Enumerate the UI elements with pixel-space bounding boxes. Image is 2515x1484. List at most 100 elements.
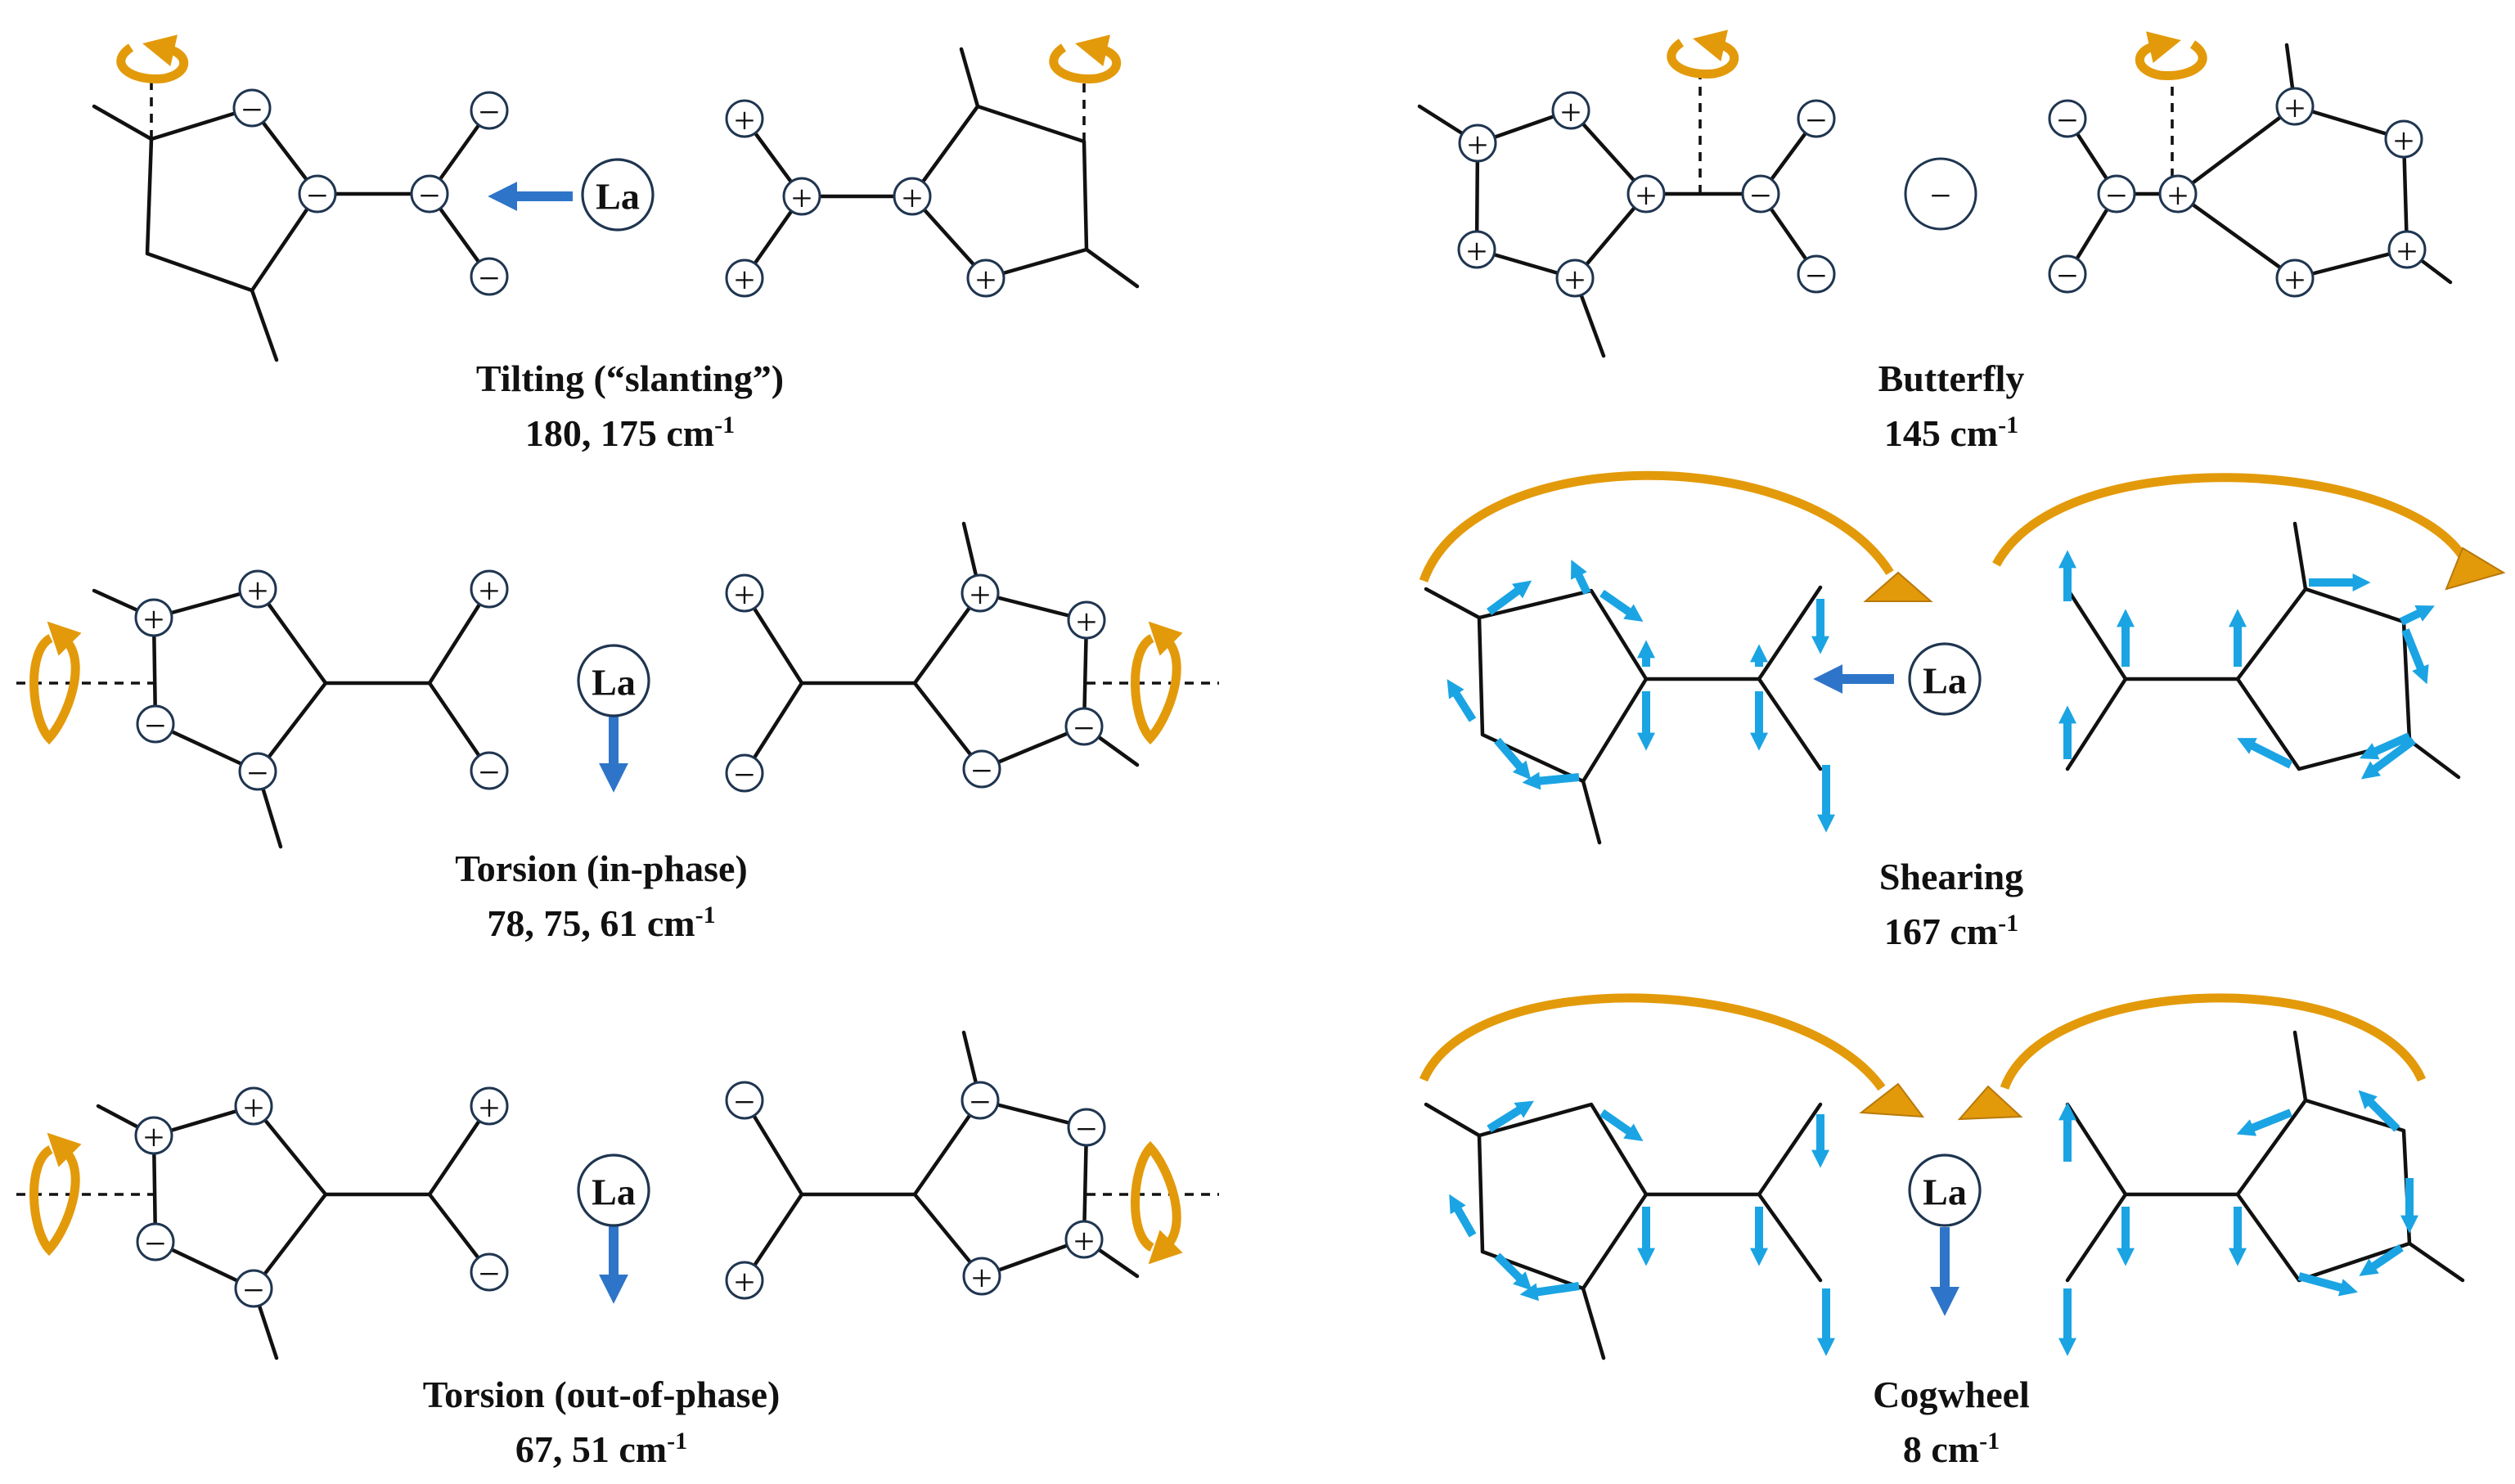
svg-text:+: + (1564, 259, 1586, 301)
svg-text:+: + (734, 100, 755, 142)
mode-title: Tilting (“slanting”) (476, 358, 784, 399)
la-ion-label: La (1923, 660, 1967, 702)
positive-charge-atom: + (725, 573, 764, 616)
la-ion-label: La (592, 662, 636, 704)
positive-charge-atom: + (470, 569, 509, 612)
negative-charge-atom: − (410, 174, 449, 217)
charged-atoms: −−−−−++++++++++−−−−−−++++++++−−−+++−−−++… (134, 87, 2427, 1311)
svg-text:−: − (970, 1082, 991, 1123)
svg-text:−: − (734, 754, 755, 796)
svg-text:−: − (2106, 175, 2127, 217)
negative-charge-atom: − (1797, 99, 1836, 142)
negative-charge-atom: − (470, 1252, 509, 1295)
rotation-arrow (1419, 470, 1894, 582)
positive-charge-atom: + (2387, 230, 2427, 272)
svg-text:+: + (479, 570, 500, 612)
negative-charge-atom: − (234, 1269, 273, 1311)
la-ion: La (581, 158, 655, 232)
rotation-arrow (1667, 29, 1739, 79)
mode-title: Shearing (1879, 856, 2023, 897)
positive-charge-atom: + (725, 1261, 764, 1303)
positive-charge-atom: + (238, 569, 277, 612)
svg-text:−: − (1930, 175, 1951, 217)
svg-text:+: + (734, 574, 755, 616)
svg-text:−: − (479, 752, 500, 794)
la-ion-label: La (592, 1171, 636, 1213)
rotation-arrow (1419, 993, 1886, 1091)
svg-text:−: − (247, 753, 268, 794)
svg-text:+: + (2284, 88, 2306, 129)
svg-text:−: − (1076, 1109, 1097, 1150)
svg-text:−: − (971, 750, 992, 792)
positive-charge-atom: + (1458, 124, 1497, 166)
la-ion-label: La (1923, 1171, 1967, 1213)
negative-charge-atom: − (136, 1222, 175, 1265)
caption-shearing: Shearing 167 cm-1 (1879, 856, 2023, 952)
svg-text:−: − (1806, 100, 1827, 142)
positive-charge-atom: + (2275, 259, 2315, 301)
positive-charge-atom: + (966, 259, 1006, 301)
negative-charge-atom: − (2097, 174, 2136, 217)
negative-charge-atom: − (232, 88, 272, 131)
svg-text:+: + (1635, 175, 1657, 217)
mode-title: Butterfly (1878, 358, 2025, 399)
svg-text:+: + (2167, 175, 2189, 217)
svg-text:+: + (479, 1087, 500, 1129)
rotation-arrow (29, 1132, 82, 1257)
negative-charge-atom: − (470, 257, 509, 299)
negative-charge-atom: − (298, 174, 337, 217)
negative-charge-atom: − (2048, 254, 2087, 297)
svg-text:−: − (307, 175, 328, 217)
svg-text:+: + (1560, 92, 1581, 133)
positive-charge-atom: + (2158, 174, 2198, 217)
rotation-arrow (1131, 621, 1183, 745)
negative-charge-atom: − (725, 753, 764, 796)
la-ion: La (1908, 642, 1982, 716)
positive-charge-atom: + (725, 259, 764, 301)
cogwheel-panel (1419, 993, 2465, 1360)
positive-charge-atom: + (1555, 259, 1595, 301)
svg-text:+: + (902, 178, 923, 219)
svg-text:+: + (2396, 231, 2418, 272)
mode-title: Torsion (in-phase) (455, 848, 747, 889)
mode-frequency: 180, 175 cm-1 (525, 411, 735, 454)
svg-text:+: + (1467, 124, 1488, 166)
la-ion: La (1908, 1153, 1982, 1227)
negative-charge-atom: − (962, 749, 1001, 792)
svg-text:+: + (1073, 1221, 1095, 1262)
positive-charge-atom: + (1551, 91, 1590, 133)
ion-arrows (488, 182, 1959, 1316)
svg-text:−: − (2057, 100, 2078, 142)
rotation-arrow (2135, 31, 2207, 80)
mode-frequency: 78, 75, 61 cm-1 (487, 902, 715, 944)
svg-text:−: − (2057, 255, 2078, 297)
positive-charge-atom: + (134, 1116, 173, 1158)
rotation-arrow (2000, 993, 2427, 1090)
positive-charge-atom: + (962, 1257, 1001, 1299)
rotation-arrow (1049, 34, 1122, 83)
svg-text:+: + (734, 1261, 755, 1303)
svg-text:+: + (247, 570, 268, 612)
negative-charge-atom: − (1067, 1108, 1106, 1150)
svg-text:+: + (2393, 120, 2414, 162)
svg-text:+: + (975, 259, 997, 301)
caption-torsion-out: Torsion (out-of-phase) 67, 51 cm-1 (423, 1374, 781, 1470)
positive-charge-atom: + (725, 99, 764, 142)
svg-text:−: − (734, 1082, 755, 1123)
rotation-arrow (1992, 473, 2467, 567)
mode-title: Cogwheel (1873, 1374, 2030, 1415)
rotation-arrow (1131, 1140, 1183, 1265)
svg-text:−: − (243, 1270, 264, 1311)
svg-text:−: − (145, 1223, 166, 1265)
svg-text:−: − (1750, 175, 1771, 217)
positive-charge-atom: + (470, 1086, 509, 1129)
negative-charge-atom: − (725, 1081, 764, 1123)
positive-charge-atom: + (1457, 230, 1496, 272)
svg-text:+: + (971, 1257, 992, 1299)
svg-text:−: − (1806, 255, 1827, 297)
negative-charge-atom: − (1064, 707, 1104, 749)
svg-text:−: − (145, 705, 166, 747)
caption-butterfly: Butterfly 145 cm-1 (1878, 358, 2025, 454)
svg-text:+: + (243, 1087, 264, 1129)
